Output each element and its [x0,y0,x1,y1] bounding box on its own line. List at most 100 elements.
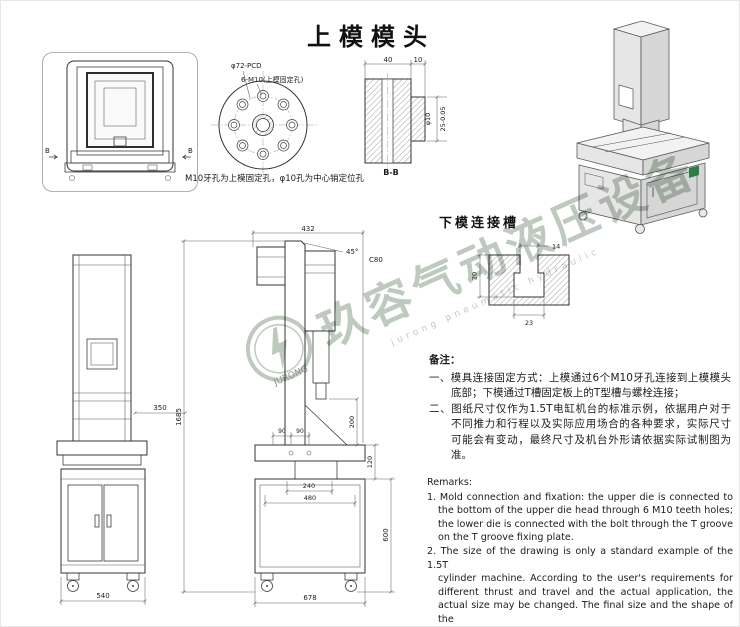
side-elevation-view: 432 45° C80 90 [175,225,395,607]
chamfer-angle: 45° [346,248,358,256]
dim-200-line [329,397,359,447]
dim-480: 480 [304,494,316,502]
dim-120: 120 [366,456,374,468]
remarks-cn-line: 不同推力和行程以及实际应用场合的各种要求，实际尺寸 [451,418,731,430]
bolt-holes [228,90,298,160]
remarks-cn-line: 二、图纸尺寸仅作为1.5T电缸机台的标准示例，依据用户对于 [429,402,731,415]
remarks-cn-line: 一、模具连接固定方式：上模通过6个M10牙孔连接到上模模头 [429,371,731,384]
cabinet [60,468,146,574]
bolt-holes-label: 6-M10(上模固定孔) [241,75,304,84]
section-cut-markers: B B [45,147,193,160]
tslot-section-label: 下模连接槽 [439,216,520,231]
dim-600-line [357,477,395,594]
page-title: 上模模头 [307,23,435,51]
dim-480-line [263,495,357,507]
dim-678-line [253,577,367,607]
tslot-profile [488,254,570,306]
dim-432: 432 [301,225,314,233]
section-label: B-B [383,168,399,177]
casters [66,572,140,592]
remarks-en-heading: Remarks: [427,477,473,488]
dim-240: 240 [303,482,315,490]
flange-outer-circle [218,80,308,170]
tslot-section-view: 14 20 23 [471,243,570,327]
remarks-english: Remarks: 1. Mold connection and fixation… [427,476,734,626]
column-window [86,338,118,370]
dim-540-line [59,577,147,605]
cabinet-door-left [67,484,103,562]
remarks-cn-line: 可能会有变动，最终尺寸及机台外形请依据实际试制图为 [451,433,731,446]
support-block [294,460,338,480]
remarks-chinese: 备注： 一、模具连接固定方式：上模通过6个M10牙孔连接到上模模头 底部；下模通… [429,353,731,464]
machine-table [576,126,710,176]
pcd-label: φ72-PCD [231,62,262,70]
dim-14: 14 [552,243,560,251]
dim-200: 200 [348,416,356,428]
front-elevation-view: 350 540 [56,254,187,605]
cut-label-left: B [45,147,50,155]
remarks-en-line: cylinder machine. According to the user'… [438,573,733,585]
remarks-en-line: on the T groove fixing plate. [438,532,574,544]
remarks-cn-line: 准。 [451,449,472,461]
door-handle-left [94,514,100,528]
dim-20: 20 [471,272,479,280]
dim-678: 678 [303,594,316,602]
dim-lines-top [363,60,427,97]
dim-lines-right [427,95,447,143]
remarks-en-line: 2. The size of the drawing is only a sta… [427,545,733,571]
center-pilot-hole [252,114,274,136]
casters-side [260,572,358,592]
section-body [364,73,426,169]
cabinet-side [254,478,366,574]
view-frame [42,52,198,192]
column [72,254,132,442]
pcd-leader [242,70,251,99]
dim-10: 10 [414,56,423,64]
dim-240-line [285,481,334,495]
mount-plates [56,440,148,466]
dim-23: 23 [525,319,533,327]
dim-540: 540 [96,592,109,600]
back-plate [284,240,306,446]
remarks-en-line: 1. Mold connection and fixation: the upp… [427,491,733,503]
cabinet-door-right [103,484,139,562]
remarks-en-line: different thrust and travel and the actu… [438,586,733,598]
remarks-en-line: the bottom of the upper die head through… [438,505,733,517]
cabinet-vent [584,172,604,190]
remarks-en-line: the lower die is connected with the bolt… [438,518,734,530]
ram-tip [315,382,327,400]
chamfer-size: C80 [369,256,383,264]
cabinet-door [646,169,698,219]
machine-iso-view [576,20,710,234]
chamfer-leader [303,242,344,253]
head-label-plate [618,84,634,110]
remarks-en-line: actual size may be changed. The final si… [438,600,733,625]
cut-label-right: B [188,147,193,155]
machine-cabinet [578,162,706,226]
tslot-dims [477,243,549,319]
dim-90-lines [271,432,311,445]
dim-phi10: φ10 [424,113,432,126]
remarks-cn-heading: 备注： [429,354,461,366]
flange-note: M10牙孔为上模固定孔，φ10孔为中心销定位孔 [185,174,365,184]
dim-1685-line [181,239,285,594]
machine-head [612,20,671,128]
gusset [304,404,348,446]
dim-90a: 90 [278,428,286,435]
table-plate [254,444,366,462]
brand-sticker [689,165,699,178]
die-head-outline [66,60,174,172]
casters [578,208,708,234]
dim-90b: 90 [296,428,304,435]
holes-leader [256,83,263,96]
die-head-front-view: B B [42,52,198,192]
ram [312,330,330,384]
press-head [304,250,336,400]
dim-350: 350 [153,404,166,412]
dim-40: 40 [384,56,393,64]
cylinder-block [256,246,286,286]
dim-600: 600 [382,528,390,541]
flange-detail-view: φ72-PCD 6-M10(上模固定孔) [211,62,317,177]
door-handle-right [106,514,112,528]
